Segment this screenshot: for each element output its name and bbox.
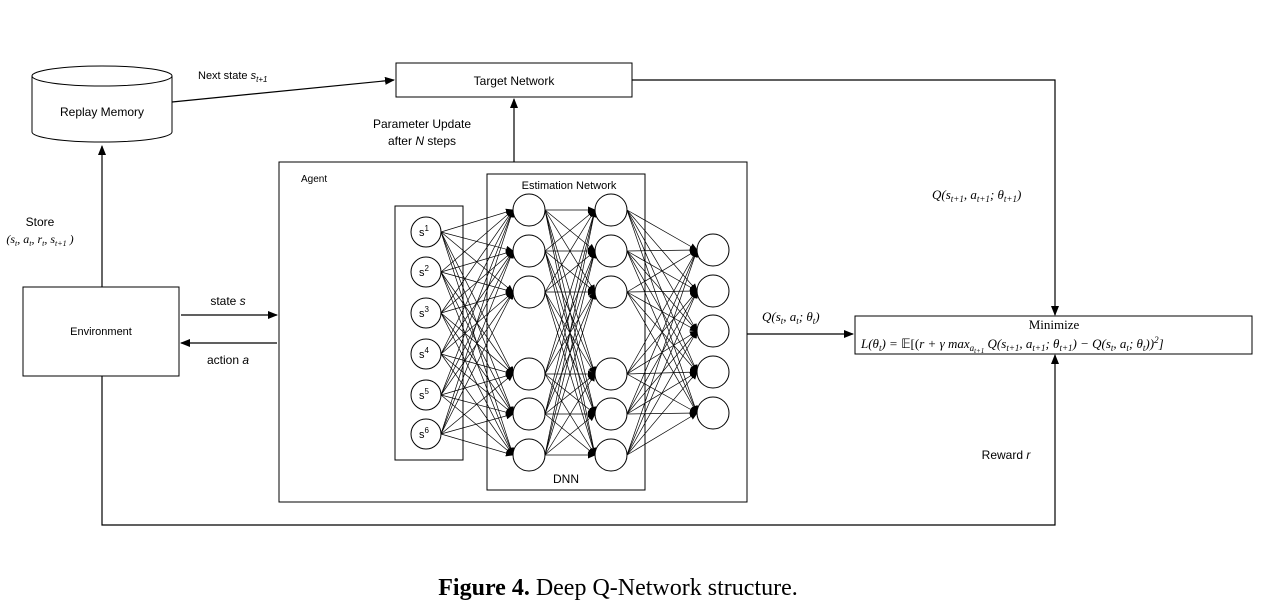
network-edge xyxy=(544,373,596,456)
network-edge xyxy=(440,291,514,435)
network-edge xyxy=(544,209,597,375)
network-edge xyxy=(440,209,514,314)
input-node-label: s3 xyxy=(419,305,430,320)
output-node xyxy=(696,233,730,267)
target-q-arrow xyxy=(632,79,1059,316)
next-state-arrow xyxy=(171,76,395,103)
hidden1-node xyxy=(512,234,546,268)
input-node xyxy=(410,418,442,450)
input-node xyxy=(410,297,442,329)
output-node xyxy=(696,396,730,430)
hidden1-node xyxy=(512,397,546,431)
network-edge xyxy=(626,287,698,295)
input-node xyxy=(410,216,442,248)
output-node xyxy=(696,355,730,389)
state-label: state s xyxy=(210,294,245,308)
network-edge xyxy=(544,209,597,415)
network-edge xyxy=(440,412,514,435)
network-edge xyxy=(440,394,514,416)
next-state-label: Next state st+1 xyxy=(198,70,267,84)
hidden1-node xyxy=(512,438,546,472)
replay-memory-label: Replay Memory xyxy=(60,105,144,119)
network-edge xyxy=(626,249,698,293)
action-label: action a xyxy=(207,353,249,367)
loss-formula: L(θt) = 𝔼[(r + γ maxat+1 Q(st+1, at+1; θ… xyxy=(860,335,1164,355)
network-connections xyxy=(440,206,699,459)
input-node xyxy=(410,338,442,370)
minimize-title: Minimize xyxy=(1029,317,1080,332)
network-edge xyxy=(544,250,597,456)
network-edge xyxy=(626,246,698,254)
agent-label: Agent xyxy=(301,174,327,185)
network-edge xyxy=(626,209,698,251)
network-edge xyxy=(544,291,597,456)
network-edge xyxy=(544,209,598,456)
hidden2-node xyxy=(594,193,628,227)
output-node xyxy=(696,274,730,308)
network-edge xyxy=(626,249,698,415)
network-nodes: s1 s2 s3 s4 s5 s6 xyxy=(410,193,730,472)
input-node xyxy=(410,256,442,288)
network-edge xyxy=(626,330,698,456)
figure-caption: Figure 4. Deep Q-Network structure. xyxy=(438,575,797,601)
parameter-update-label-line2: after N steps xyxy=(388,134,456,148)
network-edge xyxy=(544,209,596,293)
environment-box xyxy=(22,286,180,377)
network-edge xyxy=(440,433,514,457)
network-edge xyxy=(440,209,514,273)
estimation-network-label: Estimation Network xyxy=(522,180,617,192)
dnn-label: DNN xyxy=(553,472,579,486)
target-network-label: Target Network xyxy=(474,74,556,88)
input-node-label: s1 xyxy=(419,224,430,239)
target-q-label: Q(st+1, at+1; θt+1) xyxy=(932,187,1021,204)
network-edge xyxy=(440,291,514,396)
output-node xyxy=(696,314,730,348)
network-edge xyxy=(440,209,515,435)
network-edge xyxy=(626,290,698,456)
reward-label: Reward r xyxy=(982,448,1032,462)
network-edge xyxy=(440,373,514,435)
input-node-label: s2 xyxy=(419,264,430,279)
network-edge xyxy=(440,208,514,233)
minimize-box xyxy=(854,315,1253,355)
environment-label: Environment xyxy=(70,326,132,338)
network-edge xyxy=(544,209,596,252)
network-edge xyxy=(440,353,514,376)
hidden2-node xyxy=(594,438,628,472)
network-edge xyxy=(544,413,596,456)
network-edge xyxy=(626,412,698,456)
reward-arrow xyxy=(101,354,1059,526)
network-edge xyxy=(440,209,514,355)
network-edge xyxy=(626,249,698,375)
hidden2-node xyxy=(594,275,628,309)
input-node xyxy=(410,379,442,411)
hidden2-node xyxy=(594,234,628,268)
network-edge xyxy=(544,373,596,415)
input-node-label: s4 xyxy=(419,346,430,361)
estimate-q-label: Q(st, at; θt) xyxy=(762,309,820,326)
hidden2-node xyxy=(594,397,628,431)
hidden1-node xyxy=(512,357,546,391)
network-edge xyxy=(440,209,514,396)
network-edge xyxy=(440,372,514,396)
replay-memory-cylinder xyxy=(31,65,173,143)
network-edge xyxy=(440,250,514,435)
network-edge xyxy=(626,371,698,456)
target-network-box xyxy=(395,62,633,98)
hidden2-node xyxy=(594,357,628,391)
network-edge xyxy=(626,249,699,456)
network-edge xyxy=(440,394,514,456)
hidden1-node xyxy=(512,193,546,227)
network-edge xyxy=(544,250,596,293)
input-node-label: s5 xyxy=(419,387,430,402)
parameter-update-label-line1: Parameter Update xyxy=(373,117,471,131)
hidden1-node xyxy=(512,275,546,309)
store-tuple: (st, at, rt, st+1 ) xyxy=(6,232,73,248)
store-label: Store xyxy=(26,215,55,229)
input-node-label: s6 xyxy=(419,426,430,441)
